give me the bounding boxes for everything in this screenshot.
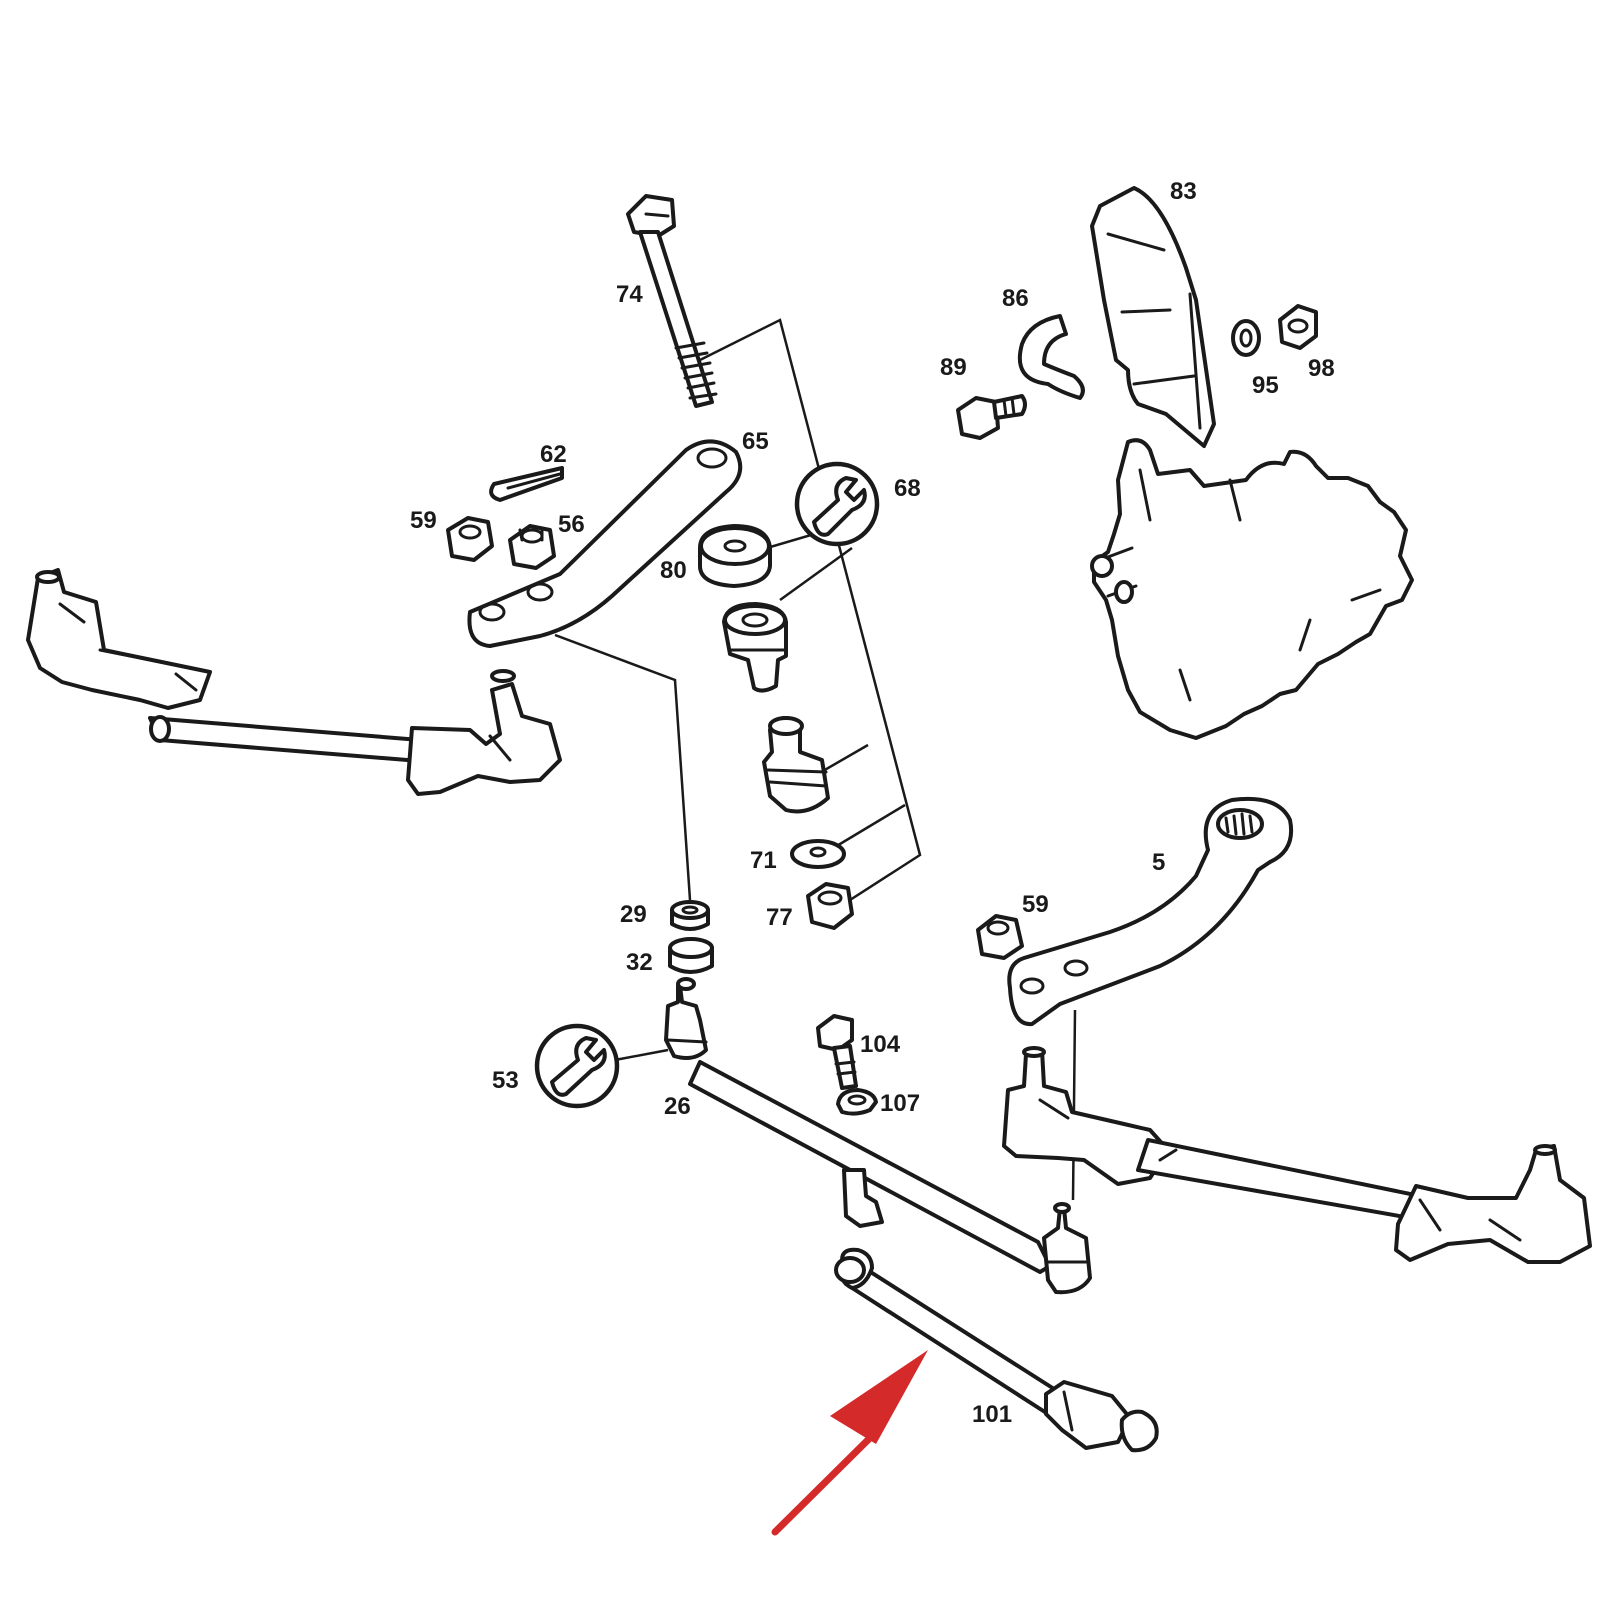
washer-32 — [668, 937, 714, 974]
callout-104: 104 — [860, 1031, 901, 1058]
callout-59-right: 59 — [1022, 891, 1049, 918]
castle-nut-56 — [508, 524, 556, 570]
washer-71 — [790, 839, 846, 869]
callout-98: 98 — [1308, 355, 1335, 382]
callout-5: 5 — [1152, 849, 1165, 876]
wrench-icon — [794, 461, 880, 547]
callout-59-left: 59 — [410, 507, 437, 534]
callout-56: 56 — [558, 511, 585, 538]
highlight-arrow — [771, 1350, 928, 1536]
left-tie-rod — [26, 568, 562, 796]
callout-68: 68 — [894, 475, 921, 502]
callout-labels: 83 74 86 89 95 98 65 62 68 59 56 80 5 71… — [410, 178, 1335, 1428]
callout-74: 74 — [616, 281, 643, 308]
callout-71: 71 — [750, 847, 777, 874]
callout-107: 107 — [880, 1090, 920, 1117]
bolt-74 — [626, 194, 718, 408]
callout-89: 89 — [940, 354, 967, 381]
bushing-lower — [762, 716, 830, 814]
wrench-icon — [534, 1023, 620, 1109]
callout-101: 101 — [972, 1401, 1012, 1428]
callout-53: 53 — [492, 1067, 519, 1094]
right-tie-rod — [1002, 1046, 1592, 1264]
nut-77 — [806, 882, 854, 930]
steering-gearbox — [1090, 438, 1414, 740]
callout-83: 83 — [1170, 178, 1197, 205]
callout-32: 32 — [626, 949, 653, 976]
callout-77: 77 — [766, 904, 793, 931]
callout-29: 29 — [620, 901, 647, 928]
washer-80 — [698, 524, 772, 588]
callout-80: 80 — [660, 557, 687, 584]
idler-arm-65 — [467, 439, 743, 648]
callout-86: 86 — [1002, 285, 1029, 312]
callout-65: 65 — [742, 428, 769, 455]
center-link-26 — [664, 977, 1092, 1295]
pitman-arm-5 — [1007, 796, 1293, 1027]
highlighted-part-101 — [834, 1247, 1159, 1453]
spring-washer-95 — [1231, 319, 1261, 357]
bolt-104 — [816, 1014, 858, 1090]
washer-107 — [836, 1088, 878, 1116]
nut-59-right — [976, 914, 1024, 960]
callout-95: 95 — [1252, 372, 1279, 399]
bolt-89 — [956, 394, 1027, 440]
callout-62: 62 — [540, 441, 567, 468]
cotter-pin-62 — [489, 466, 564, 502]
nut-59-left — [446, 516, 494, 562]
clamp-86 — [1017, 314, 1085, 400]
bushing-29 — [670, 900, 710, 931]
cover-83 — [1090, 186, 1216, 448]
leader-lines — [554, 318, 1077, 1201]
callout-26: 26 — [664, 1093, 691, 1120]
nut-98 — [1278, 304, 1318, 350]
bushing-upper — [722, 602, 788, 693]
